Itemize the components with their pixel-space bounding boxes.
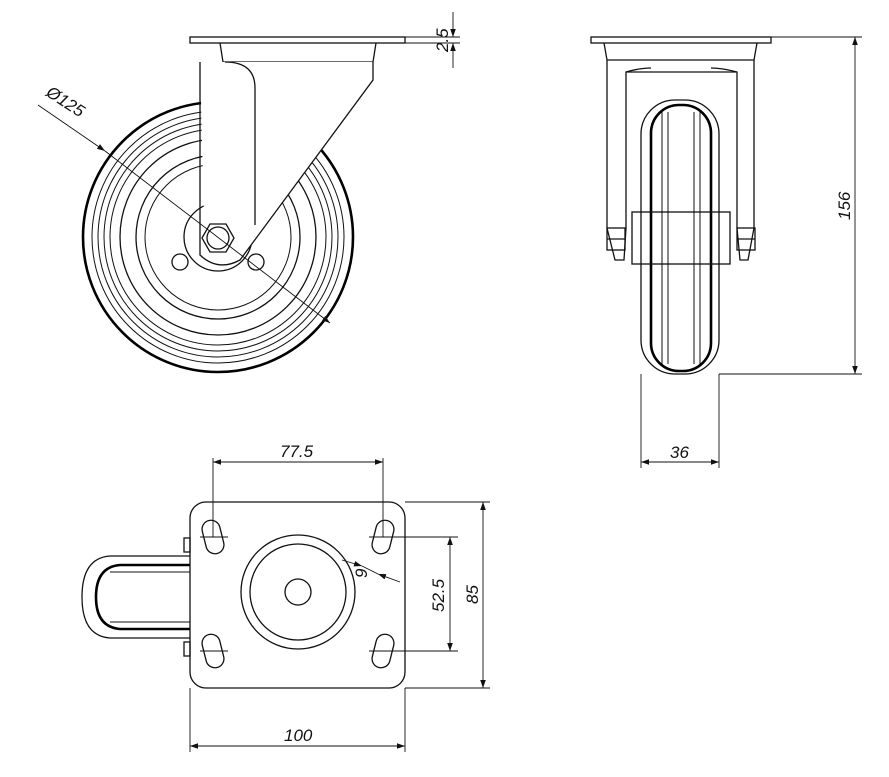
dim-wheel-width: 36 (670, 443, 689, 462)
dim-wheel-diameter: Ø125 (42, 82, 89, 121)
dim-plate-length: 85 (463, 585, 482, 604)
front-view: Ø125 2.5 (37, 12, 460, 374)
side-view: 156 36 (590, 36, 862, 468)
dim-total-height: 156 (835, 191, 854, 220)
dim-hole-spacing-y: 52.5 (429, 578, 448, 612)
dim-plate-width: 100 (284, 726, 313, 745)
dim-plate-thickness: 2.5 (433, 28, 452, 53)
top-view: 77.5 100 52.5 85 9 (81, 442, 490, 752)
dim-slot-width: 9 (352, 568, 371, 578)
dim-hole-spacing-x: 77.5 (280, 442, 314, 461)
